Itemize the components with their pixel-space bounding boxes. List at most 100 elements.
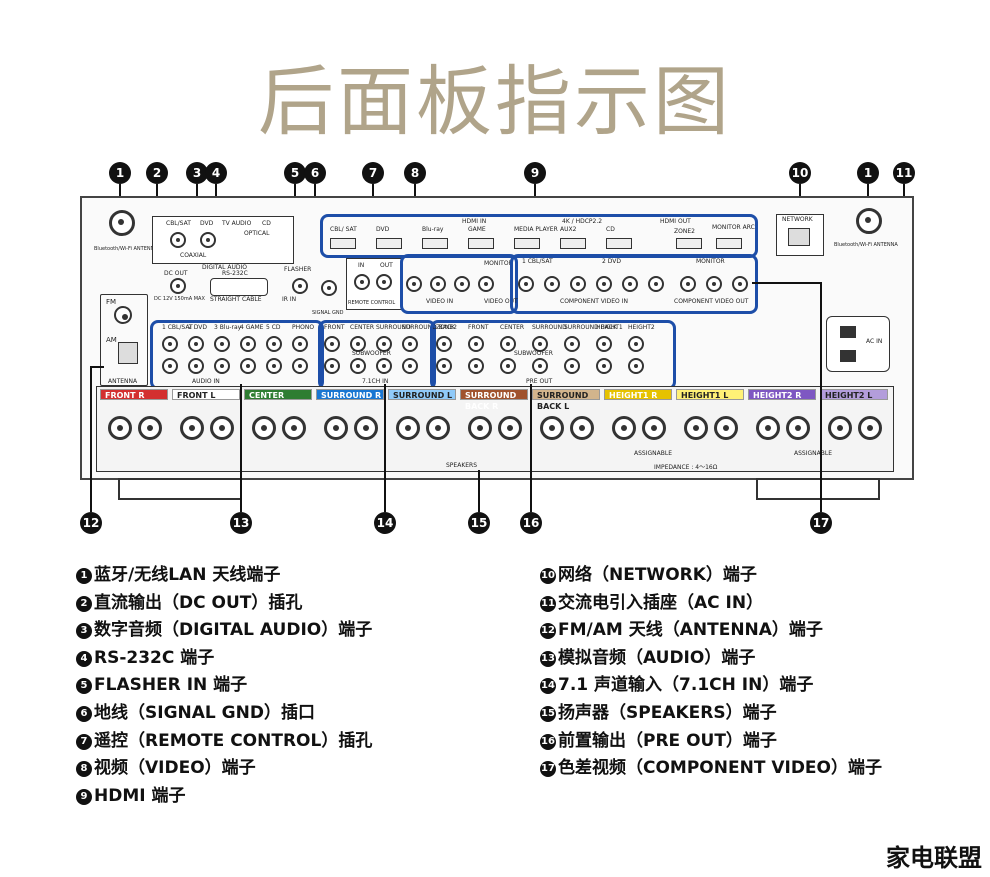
legend-left-number: 6 (76, 706, 92, 722)
remote-out-jack (376, 274, 392, 290)
audio-in-label: AUDIO IN (192, 378, 220, 385)
antenna-label: ANTENNA (108, 378, 138, 385)
hdmi-input-label: CBL/ SAT (330, 226, 357, 233)
legend-left-text: HDMI 端子 (94, 785, 186, 806)
audio-in-jack-l (214, 336, 230, 352)
speakers-label: SPEAKERS (446, 462, 478, 469)
callout-13: 13 (230, 512, 252, 534)
pre-out-jack-top (500, 336, 516, 352)
audio-in-jack-l (162, 336, 178, 352)
optical-2-label: CD (262, 220, 271, 227)
legend-right-number: 11 (540, 595, 556, 612)
pre-out-input-label: HEIGHT1 (596, 324, 623, 331)
legend-left-number: 2 (76, 595, 92, 612)
impedance-label: IMPEDANCE : 4～16Ω (654, 464, 718, 471)
component-jack (518, 276, 534, 292)
rs232c-port (210, 278, 268, 296)
callout-4: 4 (205, 162, 227, 184)
legend-right-number: 12 (540, 623, 556, 640)
legend-right-number: 13 (540, 650, 556, 667)
legend-right-text: 前置输出（PRE OUT）端子 (558, 730, 777, 751)
ch71-input-label: SURROUND BACK (402, 324, 455, 331)
hdmi-input-label: Blu-ray (422, 226, 444, 233)
digital-audio-label: DIGITAL AUDIO (202, 264, 247, 271)
remote-in-label: IN (358, 262, 365, 269)
hdmi-input-port (376, 238, 402, 249)
ch71-label: 7.1CH IN (362, 378, 389, 385)
component-jack (648, 276, 664, 292)
callout-16: 16 (520, 512, 542, 534)
rear-panel: Bluetooth/Wi-Fi ANTENNA CBL/SAT DVD COAX… (80, 196, 914, 480)
legend-left-text: 地线（SIGNAL GND）插口 (94, 703, 315, 723)
ch71-jack-top (402, 336, 418, 352)
flasher-label: FLASHER (284, 266, 312, 273)
legend-right-text: 扬声器（SPEAKERS）端子 (558, 703, 777, 723)
speaker-group-label: HEIGHT2 L (820, 389, 888, 400)
legend-right-text: 模拟音频（AUDIO）端子 (558, 647, 756, 668)
ch71-input-label: FRONT (324, 324, 345, 331)
video-highlight (400, 254, 518, 314)
fm-label: FM (106, 298, 117, 306)
legend-left-number: 9 (76, 788, 92, 805)
component-jack (680, 276, 696, 292)
audio-in-input-label: PHONO (292, 324, 315, 331)
pre-out-jack-bottom (564, 358, 580, 374)
pre-out-input-label: FRONT (468, 324, 489, 331)
straight-cable-label: STRAIGHT CABLE (210, 296, 262, 303)
audio-in-input-label: 1 CBL/SAT (162, 324, 193, 331)
legend-right-text: 7.1 声道输入（7.1CH IN）端子 (558, 675, 814, 696)
audio-in-jack-r (162, 358, 178, 374)
speaker-post-positive (108, 416, 132, 440)
pre-out-jack-bottom (468, 358, 484, 374)
callout-11: 11 (893, 162, 915, 184)
component-in-label: COMPONENT VIDEO IN (560, 298, 628, 305)
audio-in-jack-l (292, 336, 308, 352)
pre-out-label: PRE OUT (526, 378, 553, 385)
component-jack (706, 276, 722, 292)
legend-left-text: FLASHER IN 端子 (94, 675, 248, 696)
legend-right-text: 色差视频（COMPONENT VIDEO）端子 (558, 758, 882, 779)
flasher-jack (292, 278, 308, 294)
legend-left-text: 视频（VIDEO）端子 (94, 758, 256, 779)
monitor-arc-label: MONITOR ARC (712, 224, 755, 231)
callout-12: 12 (80, 512, 102, 534)
signal-gnd-post (321, 280, 337, 296)
am-antenna-terminal (118, 342, 138, 364)
speaker-post-positive (756, 416, 780, 440)
audio-in-jack-r (240, 358, 256, 374)
legend-left-text: 数字音频（DIGITAL AUDIO）端子 (94, 620, 373, 641)
callout-5: 5 (284, 162, 306, 184)
ch71-jack-bottom (402, 358, 418, 374)
audio-in-jack-r (214, 358, 230, 374)
bt-antenna-label-left: Bluetooth/Wi-Fi ANTENNA (94, 246, 158, 252)
speaker-group-label: HEIGHT1 R (604, 389, 672, 400)
left-foot (118, 478, 242, 500)
speaker-post-negative (570, 416, 594, 440)
pre-out-input-label: SURROUND BACK (564, 324, 617, 331)
page-title: 后面板指示图 (258, 57, 732, 146)
speaker-post-negative (858, 416, 882, 440)
legend-right-text: 网络（NETWORK）端子 (558, 565, 757, 585)
bt-antenna-label-right: Bluetooth/Wi-Fi ANTENNA (834, 242, 898, 248)
hdmi-input-label: AUX2 (560, 226, 577, 233)
speaker-post-negative (642, 416, 666, 440)
hdmi-highlight (320, 214, 758, 258)
ac-in-pin-bottom (840, 350, 856, 362)
pre-out-input-label: ZONE2 (436, 324, 457, 331)
ch71-subwoofer-label: SUBWOOFER (352, 350, 391, 357)
pre-out-jack-bottom (500, 358, 516, 374)
legend-left-number: 8 (76, 761, 92, 778)
legend-right-text: FM/AM 天线（ANTENNA）端子 (558, 620, 823, 641)
ch71-input-label: CENTER (350, 324, 375, 331)
hdmi-input-label: DVD (376, 226, 390, 233)
speaker-post-negative (354, 416, 378, 440)
legend-right-number: 15 (540, 706, 556, 722)
